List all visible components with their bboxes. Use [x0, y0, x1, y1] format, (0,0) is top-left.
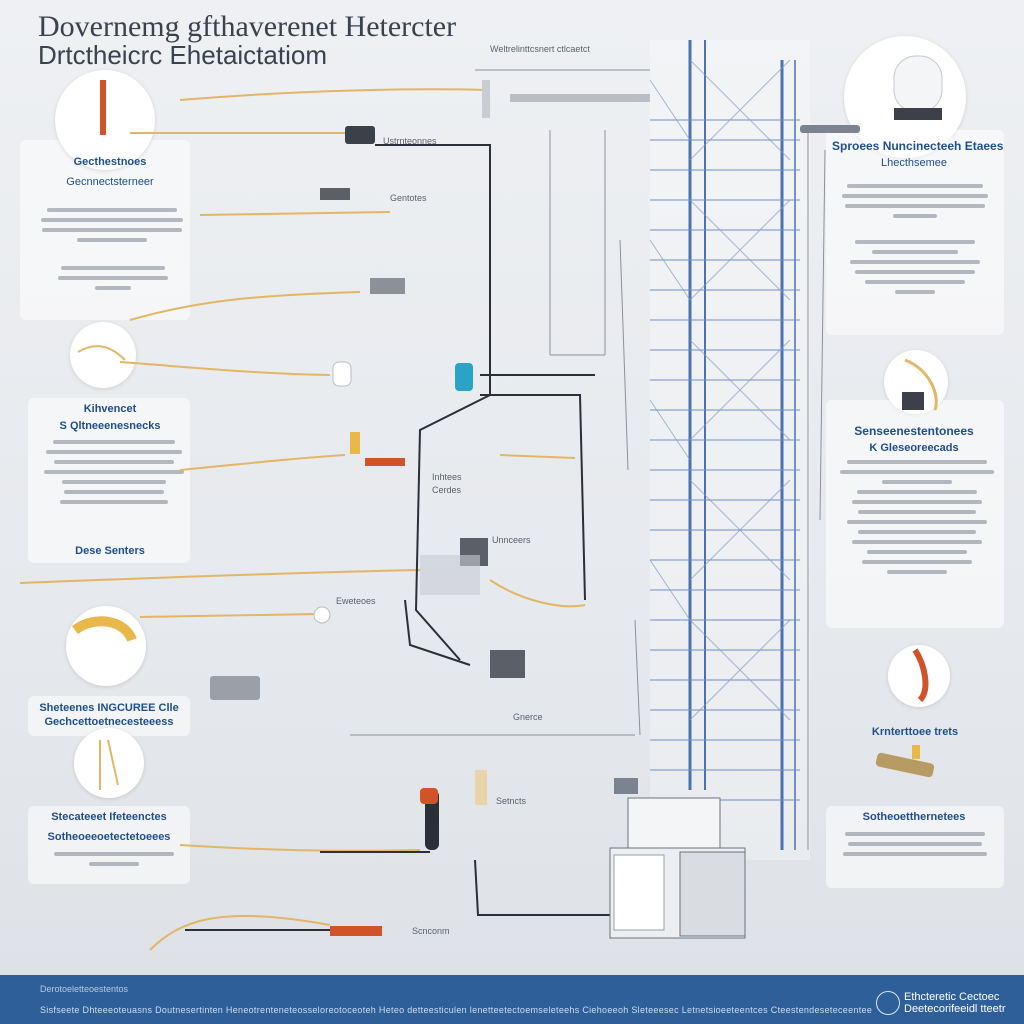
footer-label: Derotoeletteoestentos [40, 984, 129, 994]
left-panel3-subheading: Gechcettoetnecesteeess [44, 716, 174, 728]
left-panel1-heading: Gecthestnoes [73, 156, 147, 168]
footer-logo-line2: Deetecorifeeidl tteetr [904, 1003, 1006, 1015]
left-panel-4 [28, 806, 190, 884]
right-panel2-subheading: K Gleseoreecads [869, 442, 959, 454]
right-panel3-subheading: Sotheoetthernetees [862, 811, 966, 823]
right-panel1-subheading: Lhecthsemee [880, 157, 948, 169]
right-panel2-heading: Senseenestentonees [854, 424, 974, 438]
left-panel1-subheading: Gecnnectsterneer [66, 176, 154, 188]
footer-logo-line1: Ethcteretic Cectoec [904, 991, 1000, 1003]
right-panel1-text-block [840, 184, 990, 224]
leader-lines [350, 69, 826, 850]
left-circle-2 [70, 322, 136, 388]
left-panel2-footer-label: Dese Senters [75, 545, 145, 557]
left-panel4-subheading: Sotheoeeoetectetoeees [47, 831, 171, 843]
left-panel2-heading: Kihvencet [83, 403, 137, 415]
center-label-h: Setncts [496, 796, 527, 806]
transmission-tower [649, 40, 810, 860]
left-panel2-text-block [44, 440, 184, 510]
right-panel1-text-block-2 [840, 240, 990, 300]
center-label-f: Eweteoes [336, 596, 376, 606]
right-panel3-text-block [840, 832, 990, 862]
center-label-e: Unnceers [492, 535, 531, 545]
left-panel3-heading: Sheteenes INGCUREE Clle [39, 702, 179, 714]
right-panel1-heading: Sproees Nuncinecteeh Etaees [832, 139, 1004, 153]
diagram-title-line1: Dovernemg gfthaverenet Hetercter [38, 10, 457, 43]
left-panel4-text-block [44, 852, 184, 872]
left-panel1-text-block [38, 208, 186, 248]
center-label-b: Gentotes [390, 193, 427, 203]
left-panel1-text-block-2 [50, 266, 176, 296]
brand-logo-icon [876, 991, 900, 1015]
footer-text: Sisfseete Dhteeeoteuasns Doutnesertinten… [40, 1005, 873, 1015]
center-label-a: Ustrnteonnes [383, 136, 437, 146]
footer-logo-text: Ethcteretic Cectoec Deetecorifeeidl ttee… [904, 991, 1006, 1015]
components [72, 55, 943, 936]
right-panel-1 [826, 130, 1004, 335]
right-panel2-text-block [838, 460, 996, 580]
footer-bar: Derotoeletteoestentos Sisfseete Dhteeeot… [0, 975, 1024, 1024]
gold-wires [19, 88, 586, 951]
center-label-g: Gnerce [513, 712, 543, 722]
wiring-diagram [19, 40, 943, 951]
center-label-i: Scnconm [412, 926, 450, 936]
left-circle-4 [74, 728, 144, 798]
electrical-panel [609, 778, 746, 939]
right-panel-3 [826, 806, 1004, 888]
center-label-c: Inhtees [432, 472, 462, 482]
dark-wires [185, 144, 610, 931]
right-panel3-heading: Krnterttoee trets [871, 726, 959, 738]
left-panel4-heading: Stecateeet Ifeteenctes [51, 811, 167, 823]
top-caption: Weltrelinttcsnert ctlcaetct [490, 44, 590, 54]
center-label-d: Cerdes [432, 485, 462, 495]
diagram-title-line2: Drtctheicrc Ehetaictatiom [38, 40, 327, 70]
right-panel-2 [826, 400, 1004, 628]
left-panel2-subheading: S Qltneeenesnecks [59, 420, 161, 432]
